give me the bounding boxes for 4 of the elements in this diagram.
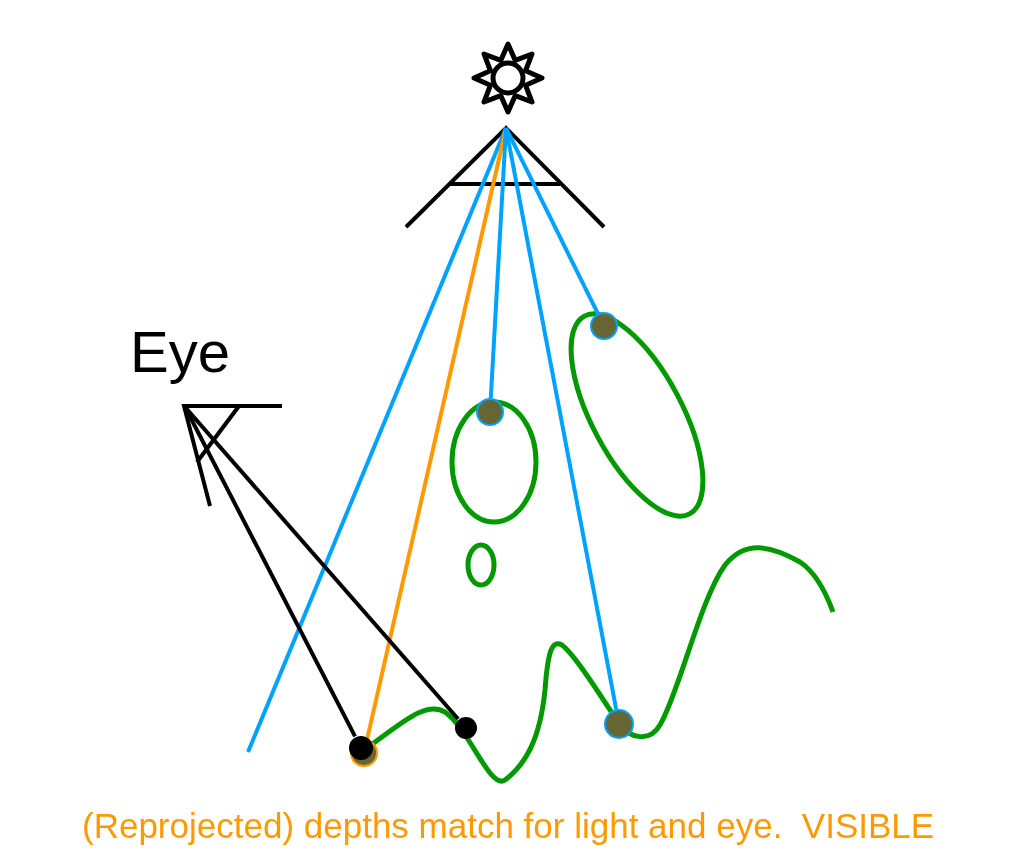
source-ray <box>504 127 600 315</box>
source-ray <box>246 127 508 753</box>
source-ray <box>504 127 619 710</box>
caption-text: (Reprojected) depths match for light and eye. VISIBLE <box>82 808 935 843</box>
